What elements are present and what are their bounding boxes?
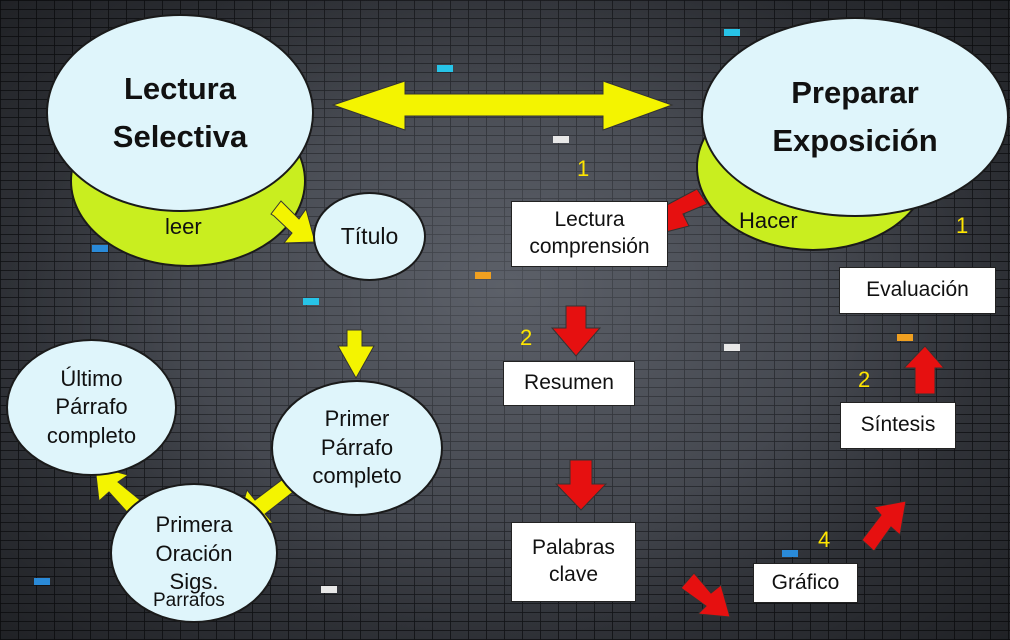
decor-tile [321,586,337,593]
titulo-bubble: Título [313,192,426,281]
primera-oracion-label: Primera Oración Sigs. [155,512,233,595]
evaluacion-box: Evaluación [839,267,996,314]
ultimo-parrafo-bubble: Último Párrafo completo [6,339,177,476]
arrow-to-titulo-icon [270,200,316,244]
primera-oracion-bubble: Primera Oración Sigs. [110,483,278,623]
decor-tile [92,245,108,252]
evaluacion-label: Evaluación [866,278,969,302]
decor-tile [897,334,913,341]
decor-tile [782,550,798,557]
grafico-box: Gráfico [753,563,858,603]
step-number: 2 [520,325,533,350]
lectura-selectiva-title: Lectura Selectiva [46,14,314,212]
decor-tile [724,344,740,351]
decor-tile [34,578,50,585]
leer-label: leer [165,214,202,239]
palabras-clave-box: Palabras clave [511,522,636,602]
step-number: 4 [818,527,831,552]
arrow-to-palabras-icon [554,459,608,511]
arrow-to-primer-parrafo-icon [337,329,375,380]
step-number: 1 [577,156,590,181]
titulo-label: Título [340,223,399,249]
double-arrow-icon [331,80,674,131]
decor-tile [724,29,740,36]
primer-parrafo-bubble: Primer Párrafo completo [271,380,443,516]
sintesis-label: Síntesis [860,413,936,437]
ultimo-parrafo-label: Último Párrafo completo [46,365,137,448]
lectura-comprension-box: Lectura comprensión [511,201,668,267]
step-number: 2 [858,367,871,392]
parrafos-label: Parrafos [153,590,225,611]
decor-tile [553,136,569,143]
arrow-to-resumen-icon [550,305,602,357]
decor-tile [303,298,319,305]
preparar-exposicion-title: Preparar Exposición [701,17,1009,217]
primer-parrafo-label: Primer Párrafo completo [312,406,402,489]
palabras-clave-label: Palabras clave [532,536,615,586]
resumen-label: Resumen [524,371,614,395]
arrow-to-ultimo-parrafo-icon [94,465,141,514]
arrow-to-grafico-icon [680,572,731,618]
grafico-label: Gráfico [771,570,840,594]
arrow-to-sintesis-icon [861,500,907,552]
decor-tile [475,272,491,279]
hacer-label: Hacer [739,208,798,233]
sintesis-box: Síntesis [840,402,956,449]
resumen-box: Resumen [503,361,635,406]
decor-tile [437,65,453,72]
arrow-to-evaluacion-icon [902,345,946,395]
step-number: 1 [956,213,969,238]
lectura-comprension-label: Lectura comprensión [529,208,650,258]
